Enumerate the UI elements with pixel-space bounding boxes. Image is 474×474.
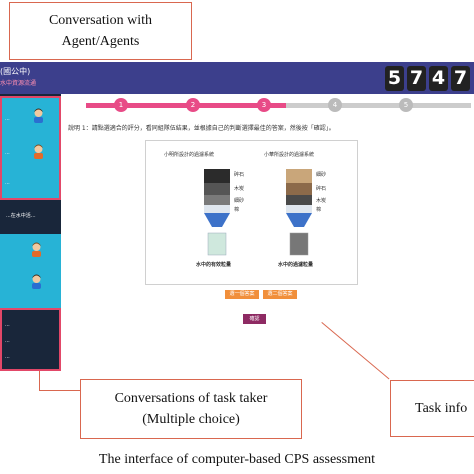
option-a-button[interactable]: 選一個答案 [225,290,259,299]
left-layer-label: 棉 [234,207,240,213]
right-layer-label: 棉 [316,207,322,213]
app-title: (國公中) [0,67,31,76]
system-message-text: ...在水中活... [6,213,36,219]
app-subtitle: 水中資源流通 [0,80,37,87]
task-instruction: 說明 1：請點選適合的評分，看同組隊伍結果，並根據自己的判斷選擇最佳的答案，然後… [68,125,335,132]
agent-avatar-icon [32,242,41,257]
callout-task-text: Task info [415,400,468,416]
confirm-button[interactable]: 確認 [243,314,266,324]
callout-taker: Conversations of task taker (Multiple ch… [80,379,302,439]
choice-option[interactable]: ... [5,354,10,360]
option-b-button[interactable]: 選二個答案 [263,290,297,299]
timer-digit: 5 [385,66,404,91]
chat-sidebar: ... ... ... ...在水中活... ... ... ... [0,94,61,371]
agent-message: ... [5,180,10,186]
leader-line [39,390,80,391]
figure-right-title: 小華所設計的過濾系統 [264,152,315,158]
agent-avatar-icon [32,274,41,289]
step-4[interactable]: 4 [328,98,342,112]
timer-digit: 7 [451,66,470,91]
step-2[interactable]: 2 [186,98,200,112]
left-layer-label: 碎石 [234,172,245,178]
agent-conversation-panel[interactable]: ... ... ... [0,96,61,200]
choice-option[interactable]: ... [5,338,10,344]
progress-line-todo [286,103,471,108]
multiple-choice-panel: ... ... ... [0,308,61,371]
step-3[interactable]: 3 [257,98,271,112]
filter-figure: 小明所設計的過濾系統 小華所設計的過濾系統 碎石 木炭 細砂 [145,140,358,285]
system-message: ...在水中活... [0,202,61,232]
filter-illustration [204,169,312,256]
step-1[interactable]: 1 [114,98,128,112]
header-bar: (國公中) 水中資源流通 5 7 4 7 [0,62,474,94]
right-layer-label: 細砂 [316,172,327,178]
task-panel: 1 2 3 4 5 說明 1：請點選適合的評分，看同組隊伍結果，並根據自己的判斷… [61,94,474,371]
progress-steps: 1 2 3 4 5 [61,94,474,118]
agent-avatar-icon [34,144,43,159]
callout-task: Task info [390,380,474,437]
agent-message: ... [5,116,10,122]
figure-caption: The interface of computer-based CPS asse… [98,452,376,467]
figure-left-caption: 水中的有效粒量 [196,262,232,268]
callout-taker-text: Conversations of task taker (Multiple ch… [114,391,268,427]
agent-conversation-panel-2[interactable] [0,234,61,308]
agent-message: ... [5,150,10,156]
callout-agents: Conversation with Agent/Agents [9,2,192,60]
callout-agents-text: Conversation with Agent/Agents [48,13,153,49]
timer-digit: 4 [429,66,448,91]
agent-avatar-icon [34,108,43,123]
figure-left-title: 小明所設計的過濾系統 [164,152,215,158]
choice-option[interactable]: ... [5,322,10,328]
cps-screen: (國公中) 水中資源流通 5 7 4 7 ... ... ... ...在水中活… [0,62,474,371]
countdown-timer: 5 7 4 7 [385,66,470,91]
step-5[interactable]: 5 [399,98,413,112]
figure-right-caption: 水中的過濾粒量 [278,262,314,268]
right-layer-label: 碎石 [316,186,327,192]
left-layer-label: 細砂 [234,198,245,204]
leader-line [39,371,40,391]
left-layer-label: 木炭 [234,186,245,192]
timer-digit: 7 [407,66,426,91]
right-layer-label: 木炭 [316,198,327,204]
